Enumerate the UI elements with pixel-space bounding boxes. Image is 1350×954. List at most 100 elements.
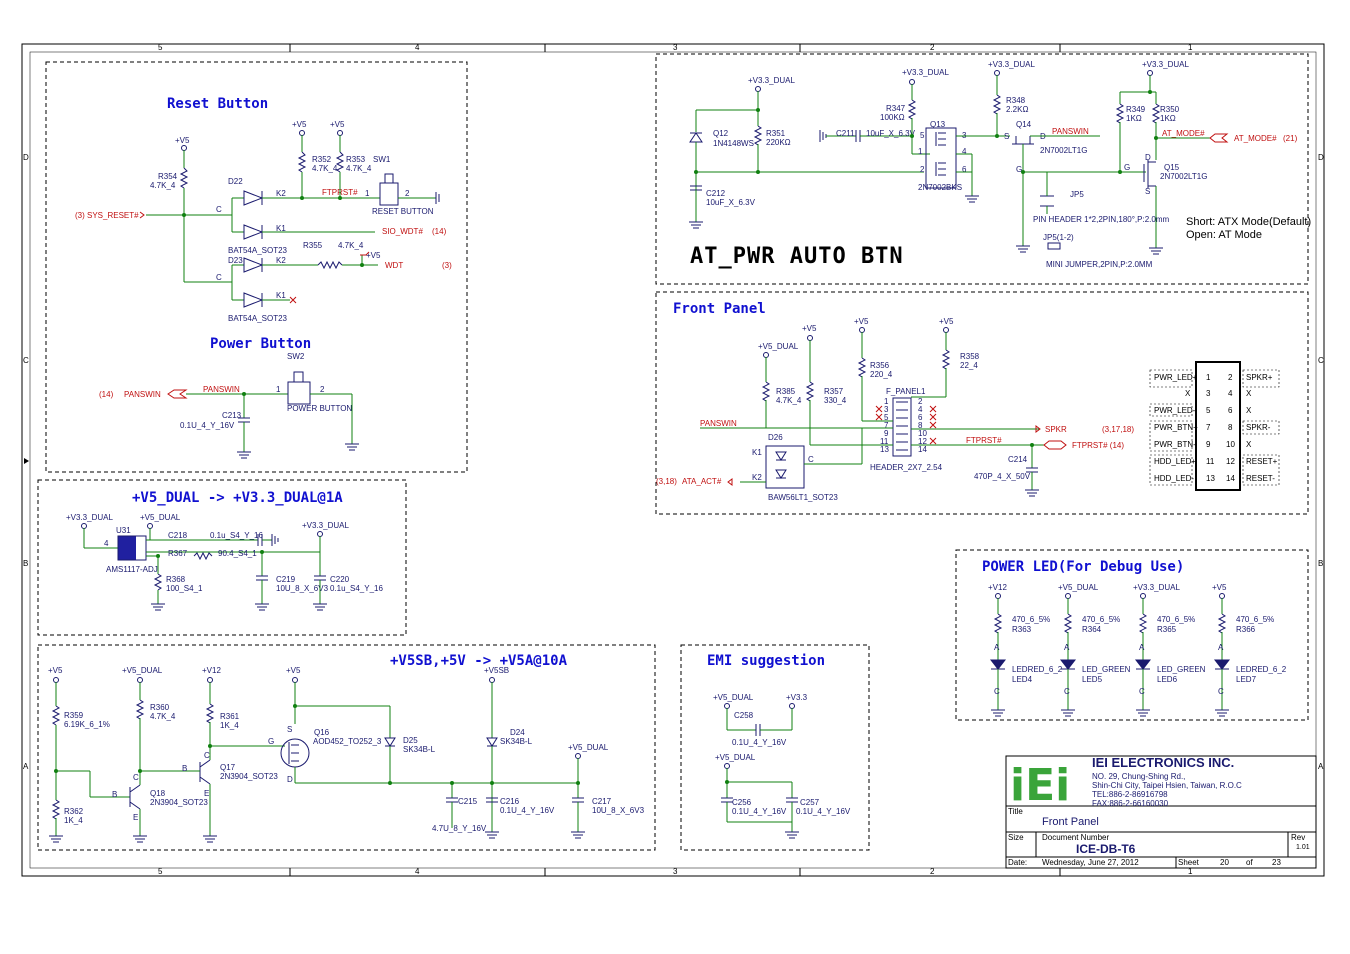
size-label: Size (1008, 833, 1024, 842)
led-rail-terminal (1140, 593, 1146, 599)
c214-val: 470P_4_X_50V (974, 472, 1031, 481)
led-ground-symbol (1136, 709, 1150, 717)
c-pin: C (216, 273, 222, 282)
at-mode-net: AT_MODE# (1162, 129, 1205, 138)
bottom-mark: 3 (673, 867, 678, 876)
led-resistor-ref: R365 (1157, 625, 1177, 634)
reset-title: Reset Button (167, 96, 268, 112)
led-rail-label: +V5 (1212, 583, 1227, 592)
k1-pin: K1 (752, 448, 762, 457)
r356-val: 220_4 (870, 370, 893, 379)
company-logo: iEi (1010, 760, 1080, 811)
pin: 2 (920, 165, 925, 174)
rev-label: Rev (1291, 833, 1305, 842)
title-label: Title (1008, 807, 1023, 816)
g-pin: G (1124, 163, 1130, 172)
v5sb-title: +V5SB,+5V -> +V5A@10A (390, 653, 568, 669)
pinout-num: 3 (1206, 389, 1211, 398)
q12-ref: Q12 (713, 129, 729, 138)
ftprst-net: FTPRST# (966, 436, 1002, 445)
c219-ref: C219 (276, 575, 296, 584)
r348-val: 2.2KΩ (1006, 105, 1028, 114)
led-resistor (1063, 613, 1073, 634)
tel: TEL:886-2-86916798 (1092, 790, 1168, 799)
pin-4: 4 (104, 539, 109, 548)
pinout-num: 4 (1228, 389, 1233, 398)
r347-val: 100KΩ (880, 113, 905, 122)
u31-part: AMS1117-ADJ (106, 565, 158, 574)
led-part: LED_GREEN (1157, 665, 1206, 674)
d-pin: D (1145, 153, 1151, 162)
pin-1: 1 (365, 189, 370, 198)
d25-ref: D25 (403, 736, 418, 745)
c213-ref: C213 (222, 411, 242, 420)
r350-ref: R350 (1160, 105, 1180, 114)
led-part: LEDRED_6_2 (1012, 665, 1063, 674)
d23-part: BAT54A_SOT23 (228, 314, 288, 323)
v5-label-b: +V5 (286, 666, 301, 675)
side-mark: B (23, 559, 28, 568)
led-rail-label: +V5_DUAL (1058, 583, 1099, 592)
q15-part: 2N7002LT1G (1160, 172, 1207, 181)
side-mark: C (23, 356, 29, 365)
q12-part: 1N4148WS (713, 139, 754, 148)
r358-ref: R358 (960, 352, 980, 361)
v33-dual-b: +V3.3_DUAL (302, 521, 349, 530)
g-pin: G (268, 737, 274, 746)
c256-val: 0.1U_4_Y_16V (732, 807, 787, 816)
header-pin: 4 (918, 405, 923, 414)
d25-part: SK34B-L (403, 745, 436, 754)
d22-part: BAT54A_SOT23 (228, 246, 288, 255)
v5-b: +V5 (854, 317, 869, 326)
pinout-right: X (1246, 440, 1252, 449)
v5-label: +V5 (366, 251, 381, 260)
u31-ref: U31 (116, 526, 131, 535)
at-pwr-block: AT_PWR AUTO BTN +V3.3_DUAL Q12 1N4148WS … (655, 53, 1311, 285)
c-pin: C (204, 751, 210, 760)
header-pin: 13 (880, 445, 889, 454)
v33-dual: +V3.3_DUAL (66, 513, 113, 522)
q14-ref: Q14 (1016, 120, 1032, 129)
led-rail-label: +V3.3_DUAL (1133, 583, 1180, 592)
d26-part: BAW56LT1_SOT23 (768, 493, 838, 502)
d26-ref: D26 (768, 433, 783, 442)
side-mark: D (1318, 153, 1324, 162)
v33-dual-a: +V3.3_DUAL (748, 76, 795, 85)
led-ref: LED7 (1236, 675, 1257, 684)
reset-power-block: Reset Button +V5 R354 4.7K_4 (3) SYS_RES… (45, 61, 468, 473)
k2-pin: K2 (276, 189, 286, 198)
v5-dual: +V5_DUAL (122, 666, 163, 675)
led-ref: LED5 (1082, 675, 1103, 684)
r362-ref: R362 (64, 807, 84, 816)
power-btn-title: Power Button (210, 336, 311, 352)
b-pin: B (182, 764, 187, 773)
fax: FAX:886-2-66160030 (1092, 799, 1169, 808)
of-num: 23 (1272, 858, 1281, 867)
sw1-ref: SW1 (373, 155, 391, 164)
side-mark: B (1318, 559, 1323, 568)
pinout-map: PWR_LED+ X PWR_LED- PWR_BTN+ PWR_BTN- HD… (1154, 373, 1278, 483)
dual-title: +V5_DUAL -> +V3.3_DUAL@1A (132, 490, 343, 506)
side-mark: C (1318, 356, 1324, 365)
v33-dual-b: +V3.3_DUAL (902, 68, 949, 77)
d24-ref: D24 (510, 728, 525, 737)
date: Wednesday, June 27, 2012 (1042, 858, 1139, 867)
header-ref: F_PANEL1 (886, 387, 926, 396)
q13-part: 2N7002BKS (918, 183, 962, 192)
r350-val: 1KΩ (1160, 114, 1176, 123)
d23-ref: D23 (228, 256, 243, 265)
led-resistor-value: 470_6_5% (1082, 615, 1120, 624)
v33-dual-c: +V3.3_DUAL (988, 60, 1035, 69)
r360-val: 4.7K_4 (150, 712, 176, 721)
side-mark: A (1318, 762, 1324, 771)
q16-part: AOD452_TO252_3 (313, 737, 382, 746)
jp5-part: PIN HEADER 1*2,2PIN,180°,P:2.0mm (1033, 215, 1169, 224)
c258-ref: C258 (734, 711, 754, 720)
header-pin: 1 (884, 397, 889, 406)
header-pin: 14 (918, 445, 927, 454)
pinout-right: X (1246, 389, 1252, 398)
sw2-ref: SW2 (287, 352, 305, 361)
header-pin: 3 (884, 405, 889, 414)
r352-ref: R352 (312, 155, 332, 164)
led-rail-terminal (1065, 593, 1071, 599)
